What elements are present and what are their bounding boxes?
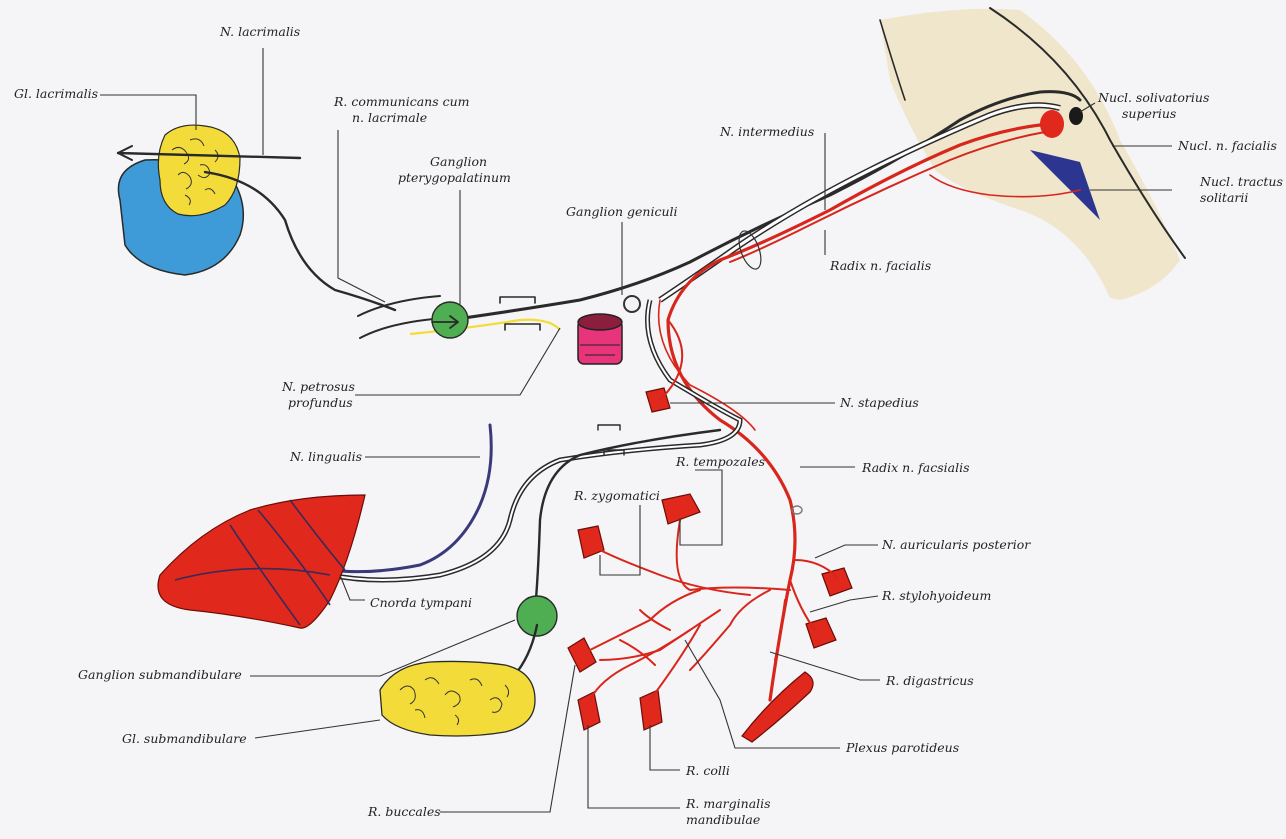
label-ganglion-ptery-2: pterygopalatinum <box>398 170 511 185</box>
label-radix-facialis-top: Radix n. facialis <box>829 258 931 273</box>
label-nucl-tractus-2: solitarii <box>1200 190 1248 205</box>
label-nucl-saliv-2: superius <box>1122 106 1176 121</box>
label-n-petrosus-2: profundus <box>288 395 353 410</box>
label-r-marginalis-1: R. marginalis <box>685 796 771 811</box>
label-nucl-saliv-1: Nucl. solivatorius <box>1097 90 1209 105</box>
muscle-auricularis <box>821 567 853 597</box>
nucl-tractus-solitarii-shape <box>1030 150 1100 220</box>
label-r-communicans-1: R. communicans cum <box>333 94 470 109</box>
gl-lacrimalis-shape <box>117 124 245 276</box>
label-n-stapedius: N. stapedius <box>839 395 919 410</box>
label-n-lingualis: N. lingualis <box>289 449 362 464</box>
label-r-tempozales: R. tempozales <box>675 454 765 469</box>
label-n-auricularis: N. auricularis posterior <box>881 537 1031 552</box>
label-r-stylohyoideum: R. stylohyoideum <box>881 588 991 603</box>
bracket-chorda <box>597 424 625 456</box>
label-nucl-tractus-1: Nucl. tractus <box>1199 174 1283 189</box>
bracket-upper <box>499 296 536 304</box>
brainstem-outline <box>989 7 1186 259</box>
label-r-buccales: R. buccales <box>367 804 441 819</box>
nucl-salivatorius-shape <box>1069 107 1083 125</box>
muscle-stylohyoideus <box>805 617 837 649</box>
label-gl-submand: Gl. submandibulare <box>122 731 247 746</box>
label-gl-lacrimalis: Gl. lacrimalis <box>14 86 98 101</box>
radix-facialis-red-2 <box>729 131 1046 263</box>
muscle-colli <box>639 689 663 731</box>
muscle-stapedius <box>645 387 671 413</box>
n-lingualis-nerve <box>328 423 493 574</box>
chorda-tympani-white-inner <box>329 299 742 581</box>
nucl-tractus-red-branch <box>929 174 1081 198</box>
chorda-to-ganglion-black <box>533 428 722 612</box>
brainstem-inner-outline <box>879 19 906 101</box>
nucl-facialis-shape <box>1040 110 1064 138</box>
label-r-zygomatici: R. zygomatici <box>573 488 660 503</box>
muscle-marginalis <box>577 691 601 731</box>
muscle-temporalis <box>661 493 701 525</box>
bracket-lower <box>504 323 541 331</box>
label-ganglion-geniculi: Ganglion geniculi <box>566 204 678 219</box>
label-n-lacrimalis: N. lacrimalis <box>219 24 300 39</box>
label-cnorda-tympani: Cnorda tympani <box>370 595 472 610</box>
leader-lines <box>100 48 1172 813</box>
tongue-muscle-shape <box>157 494 366 629</box>
label-ganglion-ptery-1: Ganglion <box>430 154 487 169</box>
label-r-marginalis-2: mandibulae <box>686 812 760 827</box>
r-communicans-nerve <box>203 170 397 312</box>
label-nucl-facialis: Nucl. n. facialis <box>1177 138 1277 153</box>
muscle-zygomaticus <box>577 525 605 559</box>
muscle-digastricus <box>741 671 814 743</box>
brainstem-region <box>880 8 1180 300</box>
label-ganglion-submand: Ganglion submandibulare <box>78 667 242 682</box>
ganglion-submandibulare-shape <box>516 595 558 637</box>
small-loop-mark <box>791 505 803 515</box>
label-n-intermedius: N. intermedius <box>719 124 814 139</box>
label-r-colli: R. colli <box>685 763 730 778</box>
label-radix-facsialis: Radix n. facsialis <box>861 460 970 475</box>
n-lacrimalis-arrow <box>117 145 133 161</box>
chorda-red-inner <box>657 299 756 431</box>
muscle-buccinator <box>567 637 597 673</box>
n-lacrimalis-nerve <box>116 151 302 160</box>
gl-submandibulare-shape <box>379 660 536 737</box>
nerve-loop-mark <box>738 230 762 270</box>
label-plexus-parotideus: Plexus parotideus <box>845 740 959 755</box>
tympanic-drum-shape <box>577 313 623 365</box>
ganglion-ptery-arrow <box>431 315 459 329</box>
label-r-digastricus: R. digastricus <box>885 673 974 688</box>
label-n-petrosus-1: N. petrosus <box>281 379 355 394</box>
ganglion-pterygopalatinum-shape <box>431 301 469 339</box>
ganglion-geniculi-shape <box>623 295 641 313</box>
label-r-communicans-2: n. lacrimale <box>352 110 427 125</box>
